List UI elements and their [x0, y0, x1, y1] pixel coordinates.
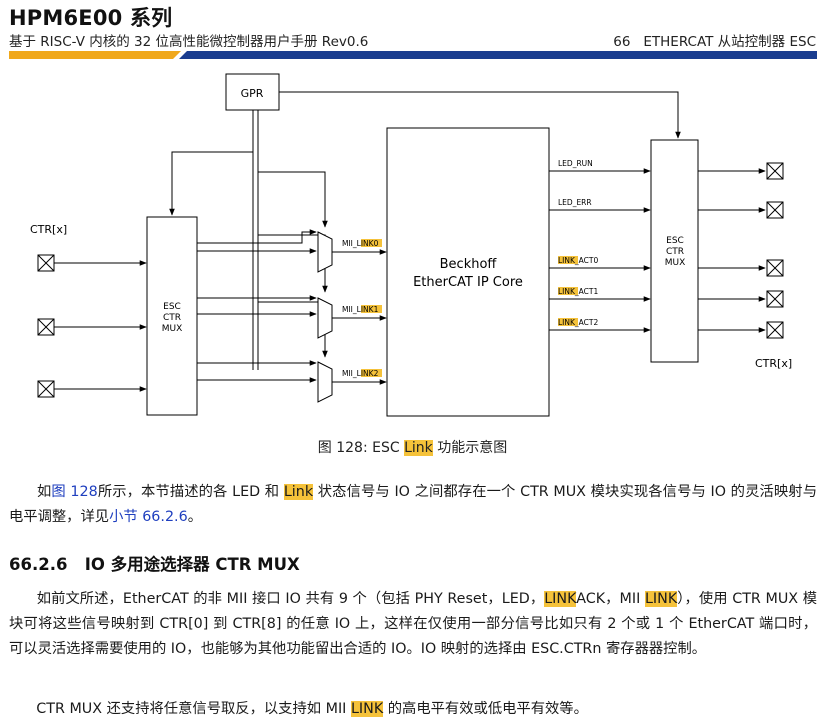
core-label-1: Beckhoff: [440, 257, 498, 272]
ctr-output-label: CTR[x]: [755, 357, 792, 370]
paragraph-ctr-mux: 如前文所述，EtherCAT 的非 MII 接口 IO 共有 9 个（包括 PH…: [9, 591, 817, 657]
link-act1-label: LINK_ACT1: [558, 287, 598, 296]
right-mux-label-1: ESC: [666, 236, 684, 246]
paragraph-intro: 如图 128所示，本节描述的各 LED 和 Link 状态信号与 IO 之间都存…: [9, 484, 817, 525]
left-mux-label-2: CTR: [163, 313, 181, 323]
section-heading: 66.2.6 IO 多用途选择器 CTR MUX: [9, 555, 300, 574]
core-label-2: EtherCAT IP Core: [413, 275, 523, 290]
figure-ref-link[interactable]: 图 128: [51, 484, 98, 500]
led-err-label: LED_ERR: [558, 198, 592, 207]
right-mux-label-3: MUX: [665, 258, 686, 268]
chapter-title: ETHERCAT 从站控制器 ESC: [643, 34, 816, 50]
link-act2-label: LINK_ACT2: [558, 318, 598, 327]
page-chapter-header: 66 ETHERCAT 从站控制器 ESC: [613, 30, 816, 50]
esc-link-diagram: GPR CTR[x] CTR[x] ESC CTR MUX ESC CTR MU…: [30, 73, 792, 417]
document-title: HPM6E00 系列: [9, 6, 173, 30]
link-act0-label: LINK_ACT0: [558, 256, 598, 265]
header-accent-bar: [9, 51, 817, 59]
mii-link2-label: MII_LINK2: [342, 369, 379, 378]
left-mux-label-1: ESC: [163, 302, 181, 312]
left-mux-label-3: MUX: [162, 324, 183, 334]
mii-link0-label: MII_LINK0: [342, 239, 379, 248]
page-number: 66: [613, 34, 631, 50]
right-mux-label-2: CTR: [666, 247, 684, 257]
mii-link1-label: MII_LINK1: [342, 305, 379, 314]
section-ref-link[interactable]: 小节 66.2.6: [109, 509, 188, 525]
ctr-input-label: CTR[x]: [30, 223, 67, 236]
figure-caption: 图 128: ESC Link 功能示意图: [317, 440, 508, 456]
document-subtitle: 基于 RISC-V 内核的 32 位高性能微控制器用户手册 Rev0.6: [9, 34, 369, 50]
gpr-label: GPR: [241, 87, 264, 100]
led-run-label: LED_RUN: [558, 159, 593, 168]
paragraph-invert: CTR MUX 还支持将任意信号取反，以支持如 MII LINK 的高电平有效或…: [36, 701, 588, 717]
